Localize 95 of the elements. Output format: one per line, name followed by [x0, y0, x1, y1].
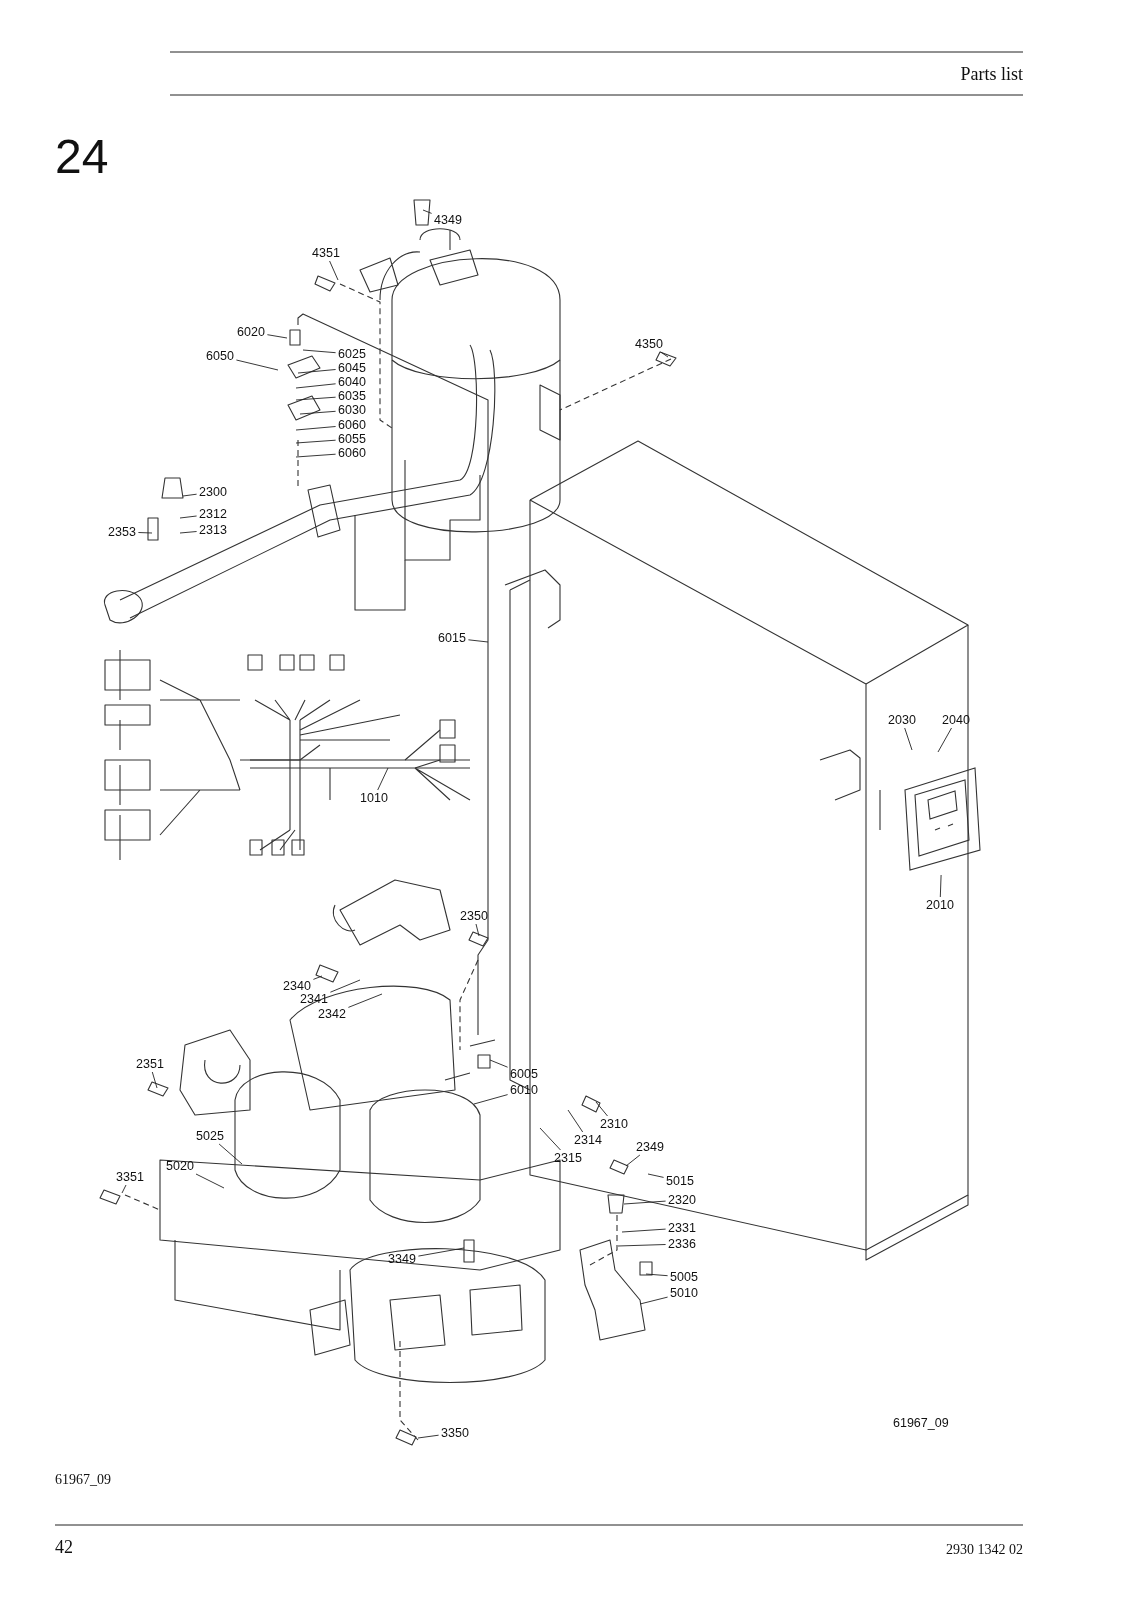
leader-line: [302, 349, 337, 354]
callout-number: 5015: [665, 1174, 695, 1188]
callout-number: 6060: [337, 446, 367, 460]
leader-line: [625, 1154, 641, 1167]
leader-line: [467, 639, 489, 643]
callout-number: 2040: [941, 713, 971, 727]
callout-number: 6020: [236, 325, 266, 339]
callout-number: 6015: [437, 631, 467, 645]
callout-number: 2336: [667, 1237, 697, 1251]
leader-line: [645, 1273, 669, 1277]
leader-line: [235, 359, 279, 371]
leader-line: [904, 727, 913, 751]
callout-number: 6010: [509, 1083, 539, 1097]
callout-number: 2353: [107, 525, 137, 539]
callout-number: 4349: [433, 213, 463, 227]
leader-line: [266, 334, 288, 339]
callout-number: 2341: [299, 992, 329, 1006]
drawing-number: 61967_09: [55, 1472, 111, 1488]
leader-line: [623, 1200, 667, 1205]
leader-line: [179, 515, 198, 519]
callout-number: 2320: [667, 1193, 697, 1207]
callout-number: 3350: [440, 1426, 470, 1440]
leader-line: [218, 1143, 243, 1165]
leader-line: [647, 1173, 665, 1178]
leader-line: [295, 383, 337, 389]
leader-line: [295, 439, 337, 444]
callout-number: 6030: [337, 403, 367, 417]
page-heading: Parts list: [960, 64, 1023, 85]
leader-line: [295, 426, 337, 431]
callout-number: 2315: [553, 1151, 583, 1165]
callout-number: 5025: [195, 1129, 225, 1143]
callout-number: 3349: [387, 1252, 417, 1266]
leader-line: [422, 209, 433, 214]
callout-number: 2351: [135, 1057, 165, 1071]
leader-line: [137, 532, 153, 534]
leader-line: [475, 923, 480, 937]
callout-number: 4351: [311, 246, 341, 260]
callout-number: 2010: [925, 898, 955, 912]
callout-number: 6050: [205, 349, 235, 363]
leader-line: [660, 351, 669, 358]
callout-number: 6060: [337, 418, 367, 432]
leader-line: [939, 874, 942, 898]
leader-line: [417, 1434, 440, 1439]
leader-line: [295, 396, 337, 401]
leader-line: [621, 1228, 667, 1233]
leader-line: [347, 993, 383, 1008]
callout-number: 6035: [337, 389, 367, 403]
callout-number: 6025: [337, 347, 367, 361]
leader-line: [329, 979, 361, 993]
leader-line: [151, 1071, 158, 1089]
leader-line: [195, 1173, 225, 1189]
leader-line: [299, 410, 337, 415]
callout-number: 2350: [459, 909, 489, 923]
callout-number: 5005: [669, 1270, 699, 1284]
section-number: 24: [55, 130, 109, 184]
callout-number: 2340: [282, 979, 312, 993]
leader-line: [639, 1296, 669, 1305]
callout-number: 6045: [337, 361, 367, 375]
leader-line: [377, 767, 389, 791]
page-number: 42: [55, 1537, 73, 1558]
leader-line: [567, 1109, 584, 1133]
drawing-number: 61967_09: [893, 1416, 949, 1430]
leader-line: [312, 975, 323, 980]
callout-number: 5020: [165, 1159, 195, 1173]
callout-number: 6040: [337, 375, 367, 389]
callout-number: 3351: [115, 1170, 145, 1184]
document-number: 2930 1342 02: [946, 1542, 1023, 1558]
callout-number: 2342: [317, 1007, 347, 1021]
controller-panel-drawing: [902, 766, 984, 874]
leader-line: [121, 1184, 127, 1194]
callout-number: 6055: [337, 432, 367, 446]
callout-number: 2030: [887, 713, 917, 727]
callout-number: 5010: [669, 1286, 699, 1300]
leader-line: [179, 531, 198, 534]
leader-line: [297, 369, 337, 374]
leader-line: [539, 1127, 561, 1151]
leader-line: [417, 1247, 465, 1257]
callout-number: 2349: [635, 1140, 665, 1154]
callout-number: 2313: [198, 523, 228, 537]
callout-number: 1010: [359, 791, 389, 805]
leader-line: [595, 1101, 608, 1117]
leader-line: [489, 1059, 509, 1068]
leader-line: [473, 1094, 509, 1105]
callout-number: 2310: [599, 1117, 629, 1131]
leader-line: [329, 260, 339, 281]
callout-number: 6005: [509, 1067, 539, 1081]
callout-number: 2314: [573, 1133, 603, 1147]
callout-number: 2300: [198, 485, 228, 499]
leader-line: [937, 727, 952, 753]
callout-number: 4350: [634, 337, 664, 351]
leader-line: [617, 1244, 667, 1247]
leader-line: [182, 493, 198, 497]
leader-line: [295, 453, 337, 458]
callout-number: 2312: [198, 507, 228, 521]
callout-number: 2331: [667, 1221, 697, 1235]
